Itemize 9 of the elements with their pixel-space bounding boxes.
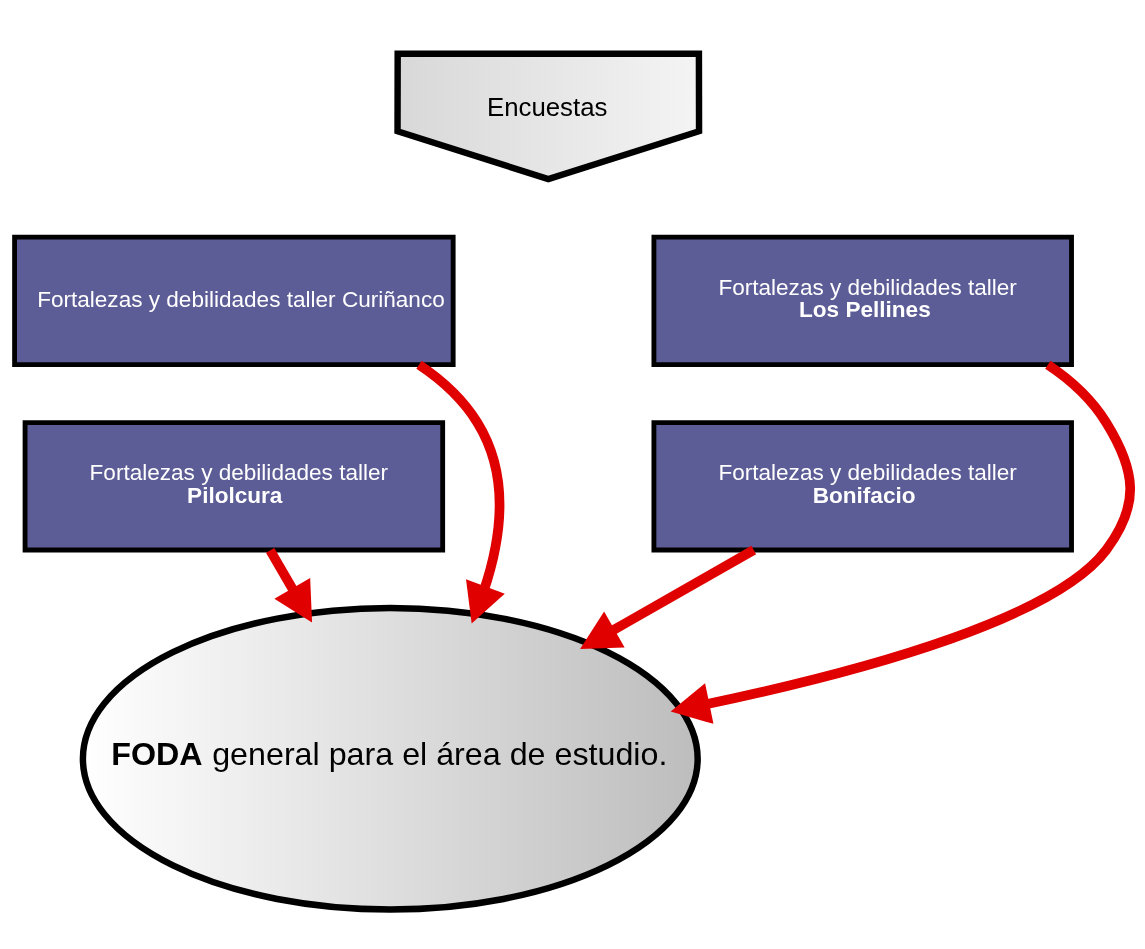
arrow xyxy=(670,360,1135,724)
arrow xyxy=(580,545,757,649)
node-box: Fortalezas y debilidades taller Pilolcura xyxy=(22,419,446,552)
node-ellipse: FODA general para el área de estudio. xyxy=(79,604,701,913)
arrow xyxy=(265,547,313,622)
node-box: Fortalezas y debilidades taller Los Pellines xyxy=(651,234,1074,367)
arrow xyxy=(416,360,505,623)
node-box: Fortalezas y debilidades taller Curiñanco xyxy=(12,234,456,367)
node-box: Fortalezas y debilidades taller Bonifacio xyxy=(651,419,1074,552)
